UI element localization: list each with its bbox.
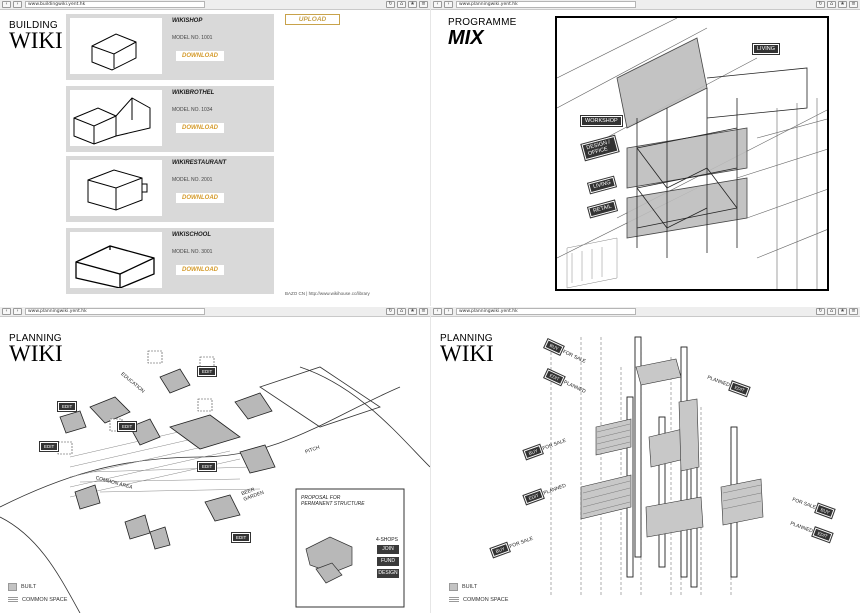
axonometric-drawing: LIVING WORKSHOP DESIGN / OFFICE LIVING R… [555, 16, 829, 291]
planning-wiki-tower-window: ‹ › www.planningwiki.yent.hk ↻ ⌂ ★ ≡ PLA… [430, 307, 860, 613]
browser-toolbar: ‹ › www.planningwiki.yent.hk ↻ ⌂ ★ ≡ [431, 307, 860, 317]
edit-tag[interactable]: EDIT [196, 461, 218, 472]
page-title-top: PROGRAMME [448, 17, 517, 28]
building-wiki-window: ‹ › www.buildingwiki.yent.hk ↻ ⌂ ★ ≡ BUI… [0, 0, 430, 306]
address-bar[interactable]: www.planningwiki.yent.hk [456, 1, 636, 8]
brothel-house-drawing [73, 97, 151, 145]
legend-built: BUILT [449, 583, 477, 591]
model-thumbnail[interactable] [70, 18, 162, 74]
refresh-icon[interactable]: ↻ [816, 308, 825, 315]
site-title-top: PLANNING [440, 333, 493, 344]
edit-tag[interactable]: EDIT [56, 401, 78, 412]
model-title: WIKIBROTHEL [172, 90, 215, 96]
model-card: WIKISCHOOL MODEL NO. 3001 DOWNLOAD [66, 228, 274, 294]
menu-icon[interactable]: ≡ [849, 308, 858, 315]
browser-toolbar: ‹ › www.planningwiki.yent.hk ↻ ⌂ ★ ≡ [0, 307, 430, 317]
home-icon[interactable]: ⌂ [397, 308, 406, 315]
legend-built: BUILT [8, 583, 36, 591]
model-title: WIKISCHOOL [172, 232, 211, 238]
refresh-icon[interactable]: ↻ [386, 1, 395, 8]
fund-button[interactable]: FUND [377, 557, 399, 566]
shop-house-drawing [91, 33, 137, 71]
model-number: MODEL NO. 1034 [172, 107, 213, 113]
download-button[interactable]: DOWNLOAD [176, 123, 224, 133]
common-space-swatch [8, 597, 18, 603]
menu-icon[interactable]: ≡ [419, 308, 428, 315]
address-bar[interactable]: www.planningwiki.yent.hk [456, 308, 636, 315]
refresh-icon[interactable]: ↻ [816, 1, 825, 8]
site-title-top: BUILDING [9, 20, 58, 31]
model-card: WIKISHOP MODEL NO. 1001 DOWNLOAD [66, 14, 274, 80]
site-title-top: PLANNING [9, 333, 62, 344]
model-thumbnail[interactable] [70, 232, 162, 288]
model-number: MODEL NO. 1001 [172, 35, 213, 41]
site-title-bottom: WIKI [440, 341, 494, 366]
tower-axonometric-drawing [557, 18, 827, 289]
site-title-bottom: WIKI [9, 341, 63, 366]
download-button[interactable]: DOWNLOAD [176, 193, 224, 203]
browser-toolbar: ‹ › www.planningwiki.yent.hk ↻ ⌂ ★ ≡ [431, 0, 860, 10]
join-button[interactable]: JOIN [377, 545, 399, 554]
forward-arrow-icon[interactable]: › [444, 1, 453, 8]
programme-mix-window: ‹ › www.planningwiki.yent.hk ↻ ⌂ ★ ≡ PRO… [430, 0, 860, 306]
shops-label: 4-SHOPS [376, 537, 398, 543]
menu-icon[interactable]: ≡ [419, 1, 428, 8]
back-arrow-icon[interactable]: ‹ [433, 1, 442, 8]
home-icon[interactable]: ⌂ [827, 1, 836, 8]
bookmark-icon[interactable]: ★ [408, 1, 417, 8]
download-button[interactable]: DOWNLOAD [176, 265, 224, 275]
model-card: WIKIRESTAURANT MODEL NO. 2001 DOWNLOAD [66, 156, 274, 222]
legend-common-space: COMMON SPACE [8, 597, 67, 603]
bookmark-icon[interactable]: ★ [838, 308, 847, 315]
model-thumbnail[interactable] [70, 160, 162, 216]
planning-wiki-map-window: ‹ › www.planningwiki.yent.hk ↻ ⌂ ★ ≡ PLA… [0, 307, 430, 613]
back-arrow-icon[interactable]: ‹ [2, 1, 11, 8]
back-arrow-icon[interactable]: ‹ [433, 308, 442, 315]
bookmark-icon[interactable]: ★ [838, 1, 847, 8]
legend-common-space: COMMON SPACE [449, 597, 508, 603]
download-button[interactable]: DOWNLOAD [176, 51, 224, 61]
back-arrow-icon[interactable]: ‹ [2, 308, 11, 315]
credit-text: BAZO CN | http://www.wikihouse.cc/librar… [285, 291, 370, 296]
tower-structure-drawing [550, 336, 764, 597]
model-card: WIKIBROTHEL MODEL NO. 1034 DOWNLOAD [66, 86, 274, 152]
forward-arrow-icon[interactable]: › [13, 1, 22, 8]
model-title: WIKISHOP [172, 18, 203, 24]
address-bar[interactable]: www.planningwiki.yent.hk [25, 308, 205, 315]
edit-tag[interactable]: EDIT [230, 532, 252, 543]
common-space-swatch [449, 597, 459, 603]
address-bar[interactable]: www.buildingwiki.yent.hk [25, 1, 205, 8]
edit-tag[interactable]: EDIT [196, 366, 218, 377]
upload-button[interactable]: UPLOAD [285, 14, 340, 25]
program-label-living[interactable]: LIVING [751, 43, 781, 55]
built-swatch [8, 583, 17, 591]
restaurant-house-drawing [87, 169, 148, 211]
model-number: MODEL NO. 3001 [172, 249, 213, 255]
forward-arrow-icon[interactable]: › [13, 308, 22, 315]
model-title: WIKIRESTAURANT [172, 160, 227, 166]
edit-tag[interactable]: EDIT [116, 421, 138, 432]
bookmark-icon[interactable]: ★ [408, 308, 417, 315]
page-title-bottom: MIX [448, 27, 484, 49]
menu-icon[interactable]: ≡ [849, 1, 858, 8]
refresh-icon[interactable]: ↻ [386, 308, 395, 315]
site-title-bottom: WIKI [9, 28, 63, 53]
program-label-workshop[interactable]: WORKSHOP [580, 115, 623, 127]
model-number: MODEL NO. 2001 [172, 177, 213, 183]
site-plan-drawing [0, 350, 430, 613]
design-button[interactable]: DESIGN [377, 569, 399, 578]
edit-tag[interactable]: EDIT [38, 441, 60, 452]
home-icon[interactable]: ⌂ [827, 308, 836, 315]
model-thumbnail[interactable] [70, 90, 162, 146]
proposal-title: PROPOSAL FOR PERMANENT STRUCTURE [301, 495, 365, 507]
browser-toolbar: ‹ › www.buildingwiki.yent.hk ↻ ⌂ ★ ≡ [0, 0, 430, 10]
home-icon[interactable]: ⌂ [397, 1, 406, 8]
forward-arrow-icon[interactable]: › [444, 308, 453, 315]
school-house-drawing [75, 245, 155, 288]
built-swatch [449, 583, 458, 591]
